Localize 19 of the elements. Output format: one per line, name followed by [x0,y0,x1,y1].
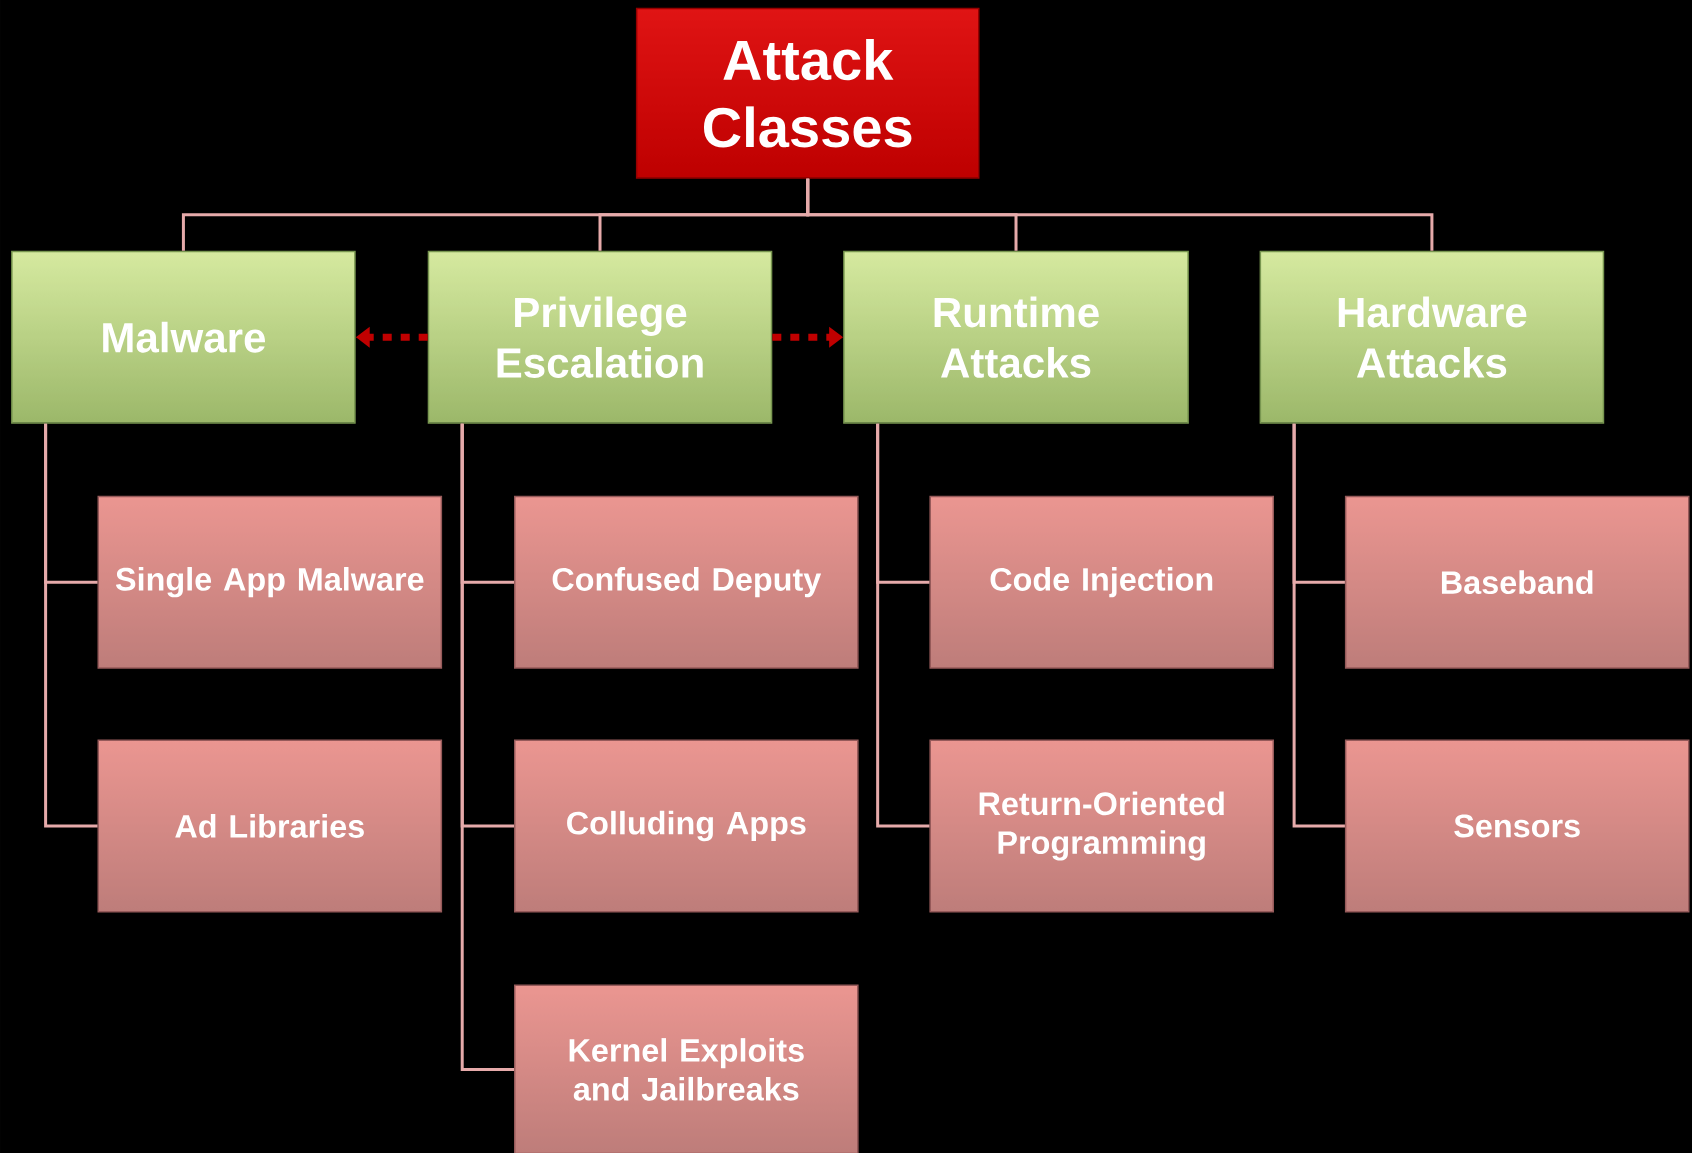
connector-line [806,178,1434,251]
subcategory-box: Sensors [1344,739,1690,913]
subcategory-box: Confused Deputy [514,495,859,669]
connector-line [876,423,930,828]
subcategory-box: Baseband [1344,495,1690,669]
category-box: Privilege Escalation [427,250,773,424]
category-box: Malware [11,250,356,424]
subcategory-box: Code Injection [929,495,1274,669]
connector-line [44,423,98,828]
connector-line [1292,423,1345,828]
root-box: Attack Classes [635,7,980,179]
category-box: Runtime Attacks [843,250,1189,424]
connector-line [460,423,514,1071]
subcategory-box: Colluding Apps [514,739,859,913]
subcategory-box: Single App Malware [97,495,443,669]
subcategory-box: Ad Libraries [97,739,443,913]
subcategory-box: Kernel Exploits and Jailbreaks [514,984,859,1153]
category-box: Hardware Attacks [1259,250,1605,424]
subcategory-box: Return-Oriented Programming [929,739,1274,913]
